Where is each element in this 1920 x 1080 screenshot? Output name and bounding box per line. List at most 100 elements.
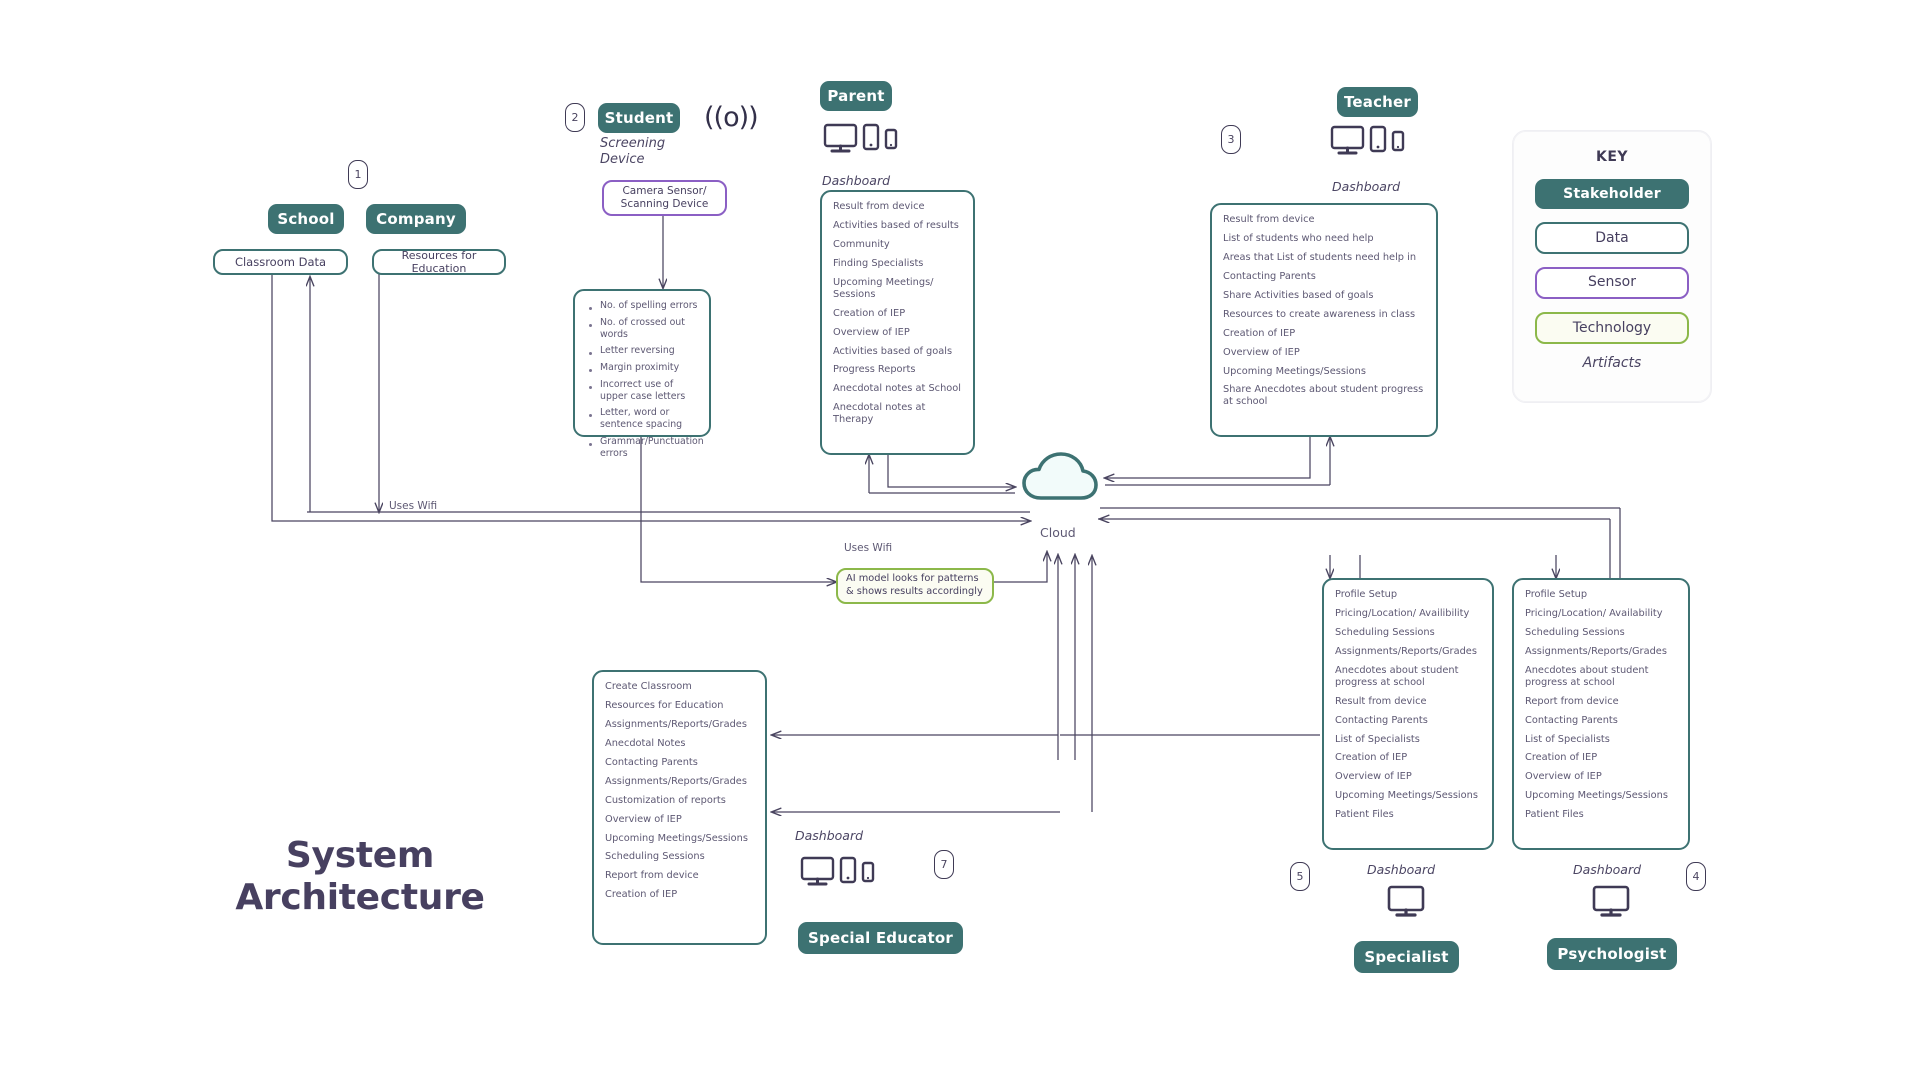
special-educator-dashboard-item[interactable]: Upcoming Meetings/Sessions <box>605 832 748 844</box>
technology-ai-model[interactable]: AI model looks for patterns & shows resu… <box>836 568 994 604</box>
stakeholder-school-label: School <box>277 210 335 228</box>
psychologist-dashboard-item[interactable]: Patient Files <box>1525 809 1584 821</box>
teacher-dashboard-item[interactable]: List of students who need help <box>1223 232 1374 244</box>
student-metric-item[interactable]: Margin proximity <box>587 362 699 374</box>
psychologist-dashboard-item[interactable]: List of Specialists <box>1525 733 1610 745</box>
parent-dashboard-item[interactable]: Upcoming Meetings/ Sessions <box>833 276 934 300</box>
psychologist-dashboard-item[interactable]: Assignments/Reports/Grades <box>1525 645 1667 657</box>
badge-1: 1 <box>348 160 368 189</box>
teacher-dashboard-item[interactable]: Upcoming Meetings/Sessions <box>1223 365 1366 377</box>
stakeholder-psychologist[interactable]: Psychologist <box>1547 938 1677 970</box>
sensor-camera-scanning-device[interactable]: Camera Sensor/ Scanning Device <box>602 180 727 216</box>
psychologist-dashboard-item[interactable]: Scheduling Sessions <box>1525 626 1625 638</box>
special-educator-dashboard-item[interactable]: Scheduling Sessions <box>605 851 705 863</box>
stakeholder-student[interactable]: Student <box>598 103 680 133</box>
psychologist-dashboard-item[interactable]: Report from device <box>1525 695 1619 707</box>
parent-dashboard-item[interactable]: Overview of IEP <box>833 326 910 338</box>
key-item-data-label: Data <box>1595 230 1629 246</box>
specialist-dashboard-item[interactable]: List of Specialists <box>1335 733 1420 745</box>
stakeholder-special-educator[interactable]: Special Educator <box>798 922 963 954</box>
specialist-dashboard-item[interactable]: Scheduling Sessions <box>1335 626 1435 638</box>
parent-dashboard-item[interactable]: Anecdotal notes at School <box>833 383 961 395</box>
teacher-dashboard-item[interactable]: Areas that List of students need help in <box>1223 251 1417 263</box>
stakeholder-company[interactable]: Company <box>366 204 466 234</box>
student-metric-item[interactable]: Grammar/Punctuation errors <box>587 436 704 460</box>
special-educator-dashboard-item[interactable]: Assignments/Reports/Grades <box>605 718 747 730</box>
specialist-dashboard-item[interactable]: Anecdotes about student progress at scho… <box>1335 664 1459 688</box>
psychologist-dashboard-item[interactable]: Pricing/Location/ Availability <box>1525 607 1663 619</box>
data-classroom-data[interactable]: Classroom Data <box>213 249 348 275</box>
teacher-dashboard-item[interactable]: Result from device <box>1223 214 1315 225</box>
key-item-sensor: Sensor <box>1535 267 1689 299</box>
psychologist-dashboard-item[interactable]: Overview of IEP <box>1525 771 1602 783</box>
teacher-dashboard-item[interactable]: Resources to create awareness in class <box>1223 308 1416 320</box>
specialist-dashboard-item[interactable]: Upcoming Meetings/Sessions <box>1335 790 1478 802</box>
student-metric-item[interactable]: Incorrect use of upper case letters <box>587 379 699 403</box>
key-item-technology-label: Technology <box>1572 319 1652 336</box>
student-metric-item[interactable]: Letter, word or sentence spacing <box>587 407 699 431</box>
psychologist-dashboard-item[interactable]: Contacting Parents <box>1525 714 1618 726</box>
specialist-dashboard-item[interactable]: Pricing/Location/ Availibility <box>1335 607 1470 619</box>
parent-dashboard-item[interactable]: Progress Reports <box>833 364 916 376</box>
teacher-dashboard-item[interactable]: Overview of IEP <box>1223 346 1300 358</box>
special-educator-dashboard-item[interactable]: Customization of reports <box>605 794 726 806</box>
psychologist-dashboard-item[interactable]: Anecdotes about student progress at scho… <box>1525 664 1649 688</box>
special-educator-dashboard-item[interactable]: Assignments/Reports/Grades <box>605 775 747 787</box>
special-educator-dashboard-item[interactable]: Create Classroom <box>605 681 692 692</box>
special-educator-dashboard-item[interactable]: Resources for Education <box>605 699 724 711</box>
special-educator-dashboard-item[interactable]: Contacting Parents <box>605 756 698 768</box>
wifi-signal-icon: ((o)) <box>704 102 764 134</box>
teacher-dashboard-item[interactable]: Share Anecdotes about student progress a… <box>1223 384 1424 408</box>
stakeholder-school[interactable]: School <box>268 204 344 234</box>
badge-2-label: 2 <box>571 111 579 124</box>
special-educator-dashboard-item[interactable]: Creation of IEP <box>605 889 678 901</box>
teacher-dashboard-item[interactable]: Creation of IEP <box>1223 327 1296 339</box>
student-metric-item[interactable]: No. of spelling errors <box>587 300 699 312</box>
uses-wifi-label-center: Uses Wifi <box>844 542 892 554</box>
student-metric-item[interactable]: No. of crossed out words <box>587 317 699 341</box>
psychologist-dashboard-item[interactable]: Profile Setup <box>1525 589 1588 600</box>
specialist-dashboard-item[interactable]: Result from device <box>1335 695 1427 707</box>
cloud-icon <box>1022 452 1098 504</box>
specialist-dashboard-item[interactable]: Contacting Parents <box>1335 714 1428 726</box>
data-resources-for-education-label: Resources for Education <box>401 249 477 275</box>
parent-dashboard-item[interactable]: Creation of IEP <box>833 307 906 319</box>
specialist-dashboard-item[interactable]: Profile Setup <box>1335 589 1398 600</box>
specialist-dashboard-item[interactable]: Assignments/Reports/Grades <box>1335 645 1477 657</box>
parent-dashboard-item[interactable]: Activities based of results <box>833 219 959 231</box>
parent-dashboard-item[interactable]: Finding Specialists <box>833 257 924 269</box>
special-educator-dashboard-item[interactable]: Anecdotal Notes <box>605 737 686 749</box>
parent-dashboard-item[interactable]: Community <box>833 238 890 250</box>
special-educator-dashboard-item[interactable]: Report from device <box>605 870 699 882</box>
specialist-dashboard-item[interactable]: Patient Files <box>1335 809 1394 821</box>
stakeholder-student-label: Student <box>604 109 674 127</box>
parent-device-icons <box>823 122 923 154</box>
badge-1-label: 1 <box>354 168 362 181</box>
special-educator-dashboard-item[interactable]: Overview of IEP <box>605 813 682 825</box>
teacher-dashboard-item[interactable]: Contacting Parents <box>1223 270 1316 282</box>
psychologist-dashboard-label: Dashboard <box>1573 862 1642 877</box>
stakeholder-specialist-label: Specialist <box>1364 948 1449 966</box>
cloud-label-text: Cloud <box>1040 525 1076 540</box>
specialist-dashboard-item[interactable]: Creation of IEP <box>1335 752 1408 764</box>
key-item-stakeholder-label: Stakeholder <box>1563 186 1661 202</box>
psychologist-dashboard-item[interactable]: Creation of IEP <box>1525 752 1598 764</box>
student-metric-item[interactable]: Letter reversing <box>587 345 699 357</box>
parent-dashboard-item[interactable]: Result from device <box>833 201 925 212</box>
data-resources-for-education[interactable]: Resources for Education <box>372 249 506 275</box>
parent-dashboard-item[interactable]: Activities based of goals <box>833 345 953 357</box>
stakeholder-teacher[interactable]: Teacher <box>1337 87 1418 117</box>
key-item-technology: Technology <box>1535 312 1689 344</box>
stakeholder-teacher-label: Teacher <box>1343 93 1412 111</box>
stakeholder-specialist[interactable]: Specialist <box>1354 941 1459 973</box>
parent-dashboard-item[interactable]: Anecdotal notes at Therapy <box>833 402 926 426</box>
stakeholder-parent[interactable]: Parent <box>820 81 892 111</box>
teacher-dashboard-item[interactable]: Share Activities based of goals <box>1223 289 1374 301</box>
stakeholder-company-label: Company <box>376 210 456 228</box>
psychologist-dashboard-item[interactable]: Upcoming Meetings/Sessions <box>1525 790 1668 802</box>
specialist-dashboard-item[interactable]: Overview of IEP <box>1335 771 1412 783</box>
badge-7-label: 7 <box>940 858 948 871</box>
